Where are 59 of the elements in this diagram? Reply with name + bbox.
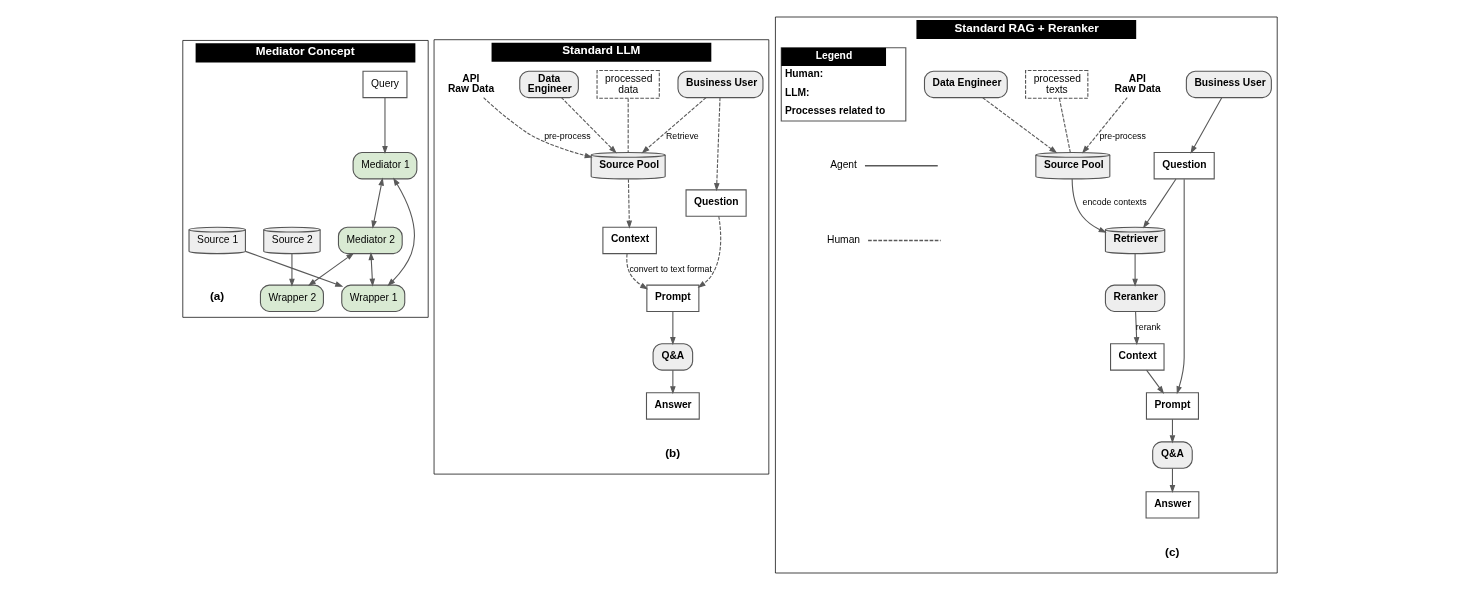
arrow	[670, 369, 676, 395]
arrow	[1071, 178, 1107, 233]
node-box: Question	[685, 189, 747, 217]
node-box: processed texts	[1025, 69, 1089, 99]
arrow	[1082, 97, 1128, 154]
arrow	[307, 252, 355, 287]
node-box: Business User	[1185, 70, 1272, 99]
node-box: Q&A	[1152, 441, 1193, 469]
legend-label: Agent	[830, 159, 857, 171]
node-box: Mediator 2	[337, 226, 403, 255]
arrow	[626, 178, 633, 229]
arrow	[1132, 253, 1138, 287]
arrow	[387, 177, 415, 287]
arrow	[670, 311, 676, 346]
node-box: Answer	[645, 392, 700, 420]
arrow	[371, 177, 384, 229]
arrow	[289, 253, 295, 287]
arrow	[713, 97, 721, 192]
arrow	[244, 250, 344, 287]
connector	[627, 98, 629, 153]
edge-label: pre-process	[544, 131, 591, 142]
edge-label: encode contexts	[1082, 197, 1147, 208]
node-box: Wrapper 1	[341, 284, 406, 313]
node-box: Reranker	[1104, 284, 1166, 313]
arrow	[560, 97, 617, 154]
edge-label: convert to text format	[629, 263, 712, 274]
node-box: Question	[1153, 151, 1215, 180]
arrow	[1176, 178, 1185, 395]
arrow	[982, 97, 1058, 154]
node-text: API Raw Data	[1114, 72, 1161, 94]
node-box: Business User	[677, 70, 764, 99]
node-box: Data Engineer	[923, 70, 1008, 99]
arrow	[368, 252, 376, 287]
legend-label: Human	[827, 234, 861, 246]
node-box: Wrapper 2	[259, 284, 324, 313]
edge-label: Retrieve	[666, 131, 699, 142]
edge-label: rerank	[1135, 322, 1161, 333]
node-box: Prompt	[1145, 392, 1199, 420]
node-box: Q&A	[652, 343, 694, 371]
node-box: Query	[362, 70, 408, 99]
node-box: Prompt	[646, 284, 700, 313]
node-box: Context	[602, 226, 657, 255]
arrow	[1190, 97, 1223, 154]
arrow	[1142, 178, 1177, 229]
arrow	[626, 253, 649, 290]
arrow	[382, 97, 388, 154]
arrow	[1133, 311, 1140, 346]
node-box: processed data	[596, 69, 660, 99]
arrow	[483, 97, 593, 159]
node-box: Data Engineer	[519, 70, 579, 99]
arrow	[641, 97, 707, 154]
connector	[1058, 98, 1071, 153]
arrow	[1146, 369, 1165, 394]
node-box: Context	[1110, 343, 1165, 371]
edge-label: pre-process	[1099, 131, 1146, 142]
node-box: Answer	[1145, 491, 1200, 519]
node-text: API Raw Data	[447, 72, 495, 94]
node-box: Mediator 1	[352, 151, 418, 180]
arrow	[697, 215, 722, 288]
